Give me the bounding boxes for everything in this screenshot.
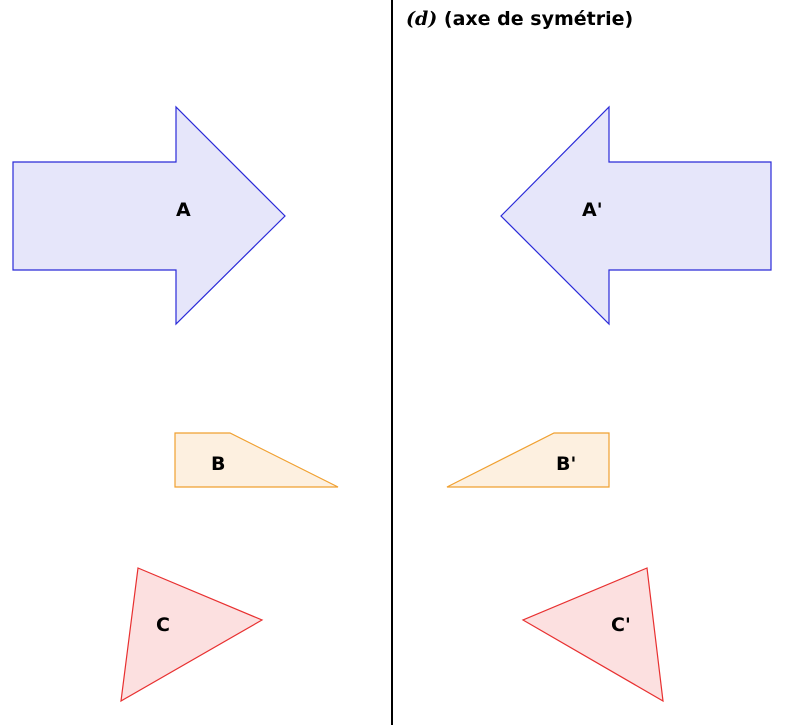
arrow-a	[12, 105, 286, 326]
axis-name: (d)	[406, 8, 438, 30]
arrow-a-prime	[500, 105, 772, 326]
triangle-c-prime-label: C'	[611, 614, 631, 636]
axis-caption: (axe de symétrie)	[443, 8, 634, 30]
trapezoid-b	[174, 432, 339, 488]
triangle-c-label: C	[156, 614, 170, 636]
axis-title: (d) (axe de symétrie)	[406, 8, 633, 30]
triangle-c-prime	[521, 567, 664, 703]
arrow-a-label: A	[176, 199, 191, 221]
triangle-c	[120, 567, 264, 703]
trapezoid-b-prime-label: B'	[556, 453, 576, 475]
trapezoid-b-prime	[446, 432, 610, 488]
trapezoid-b-label: B	[211, 453, 225, 475]
arrow-a-prime-label: A'	[582, 199, 603, 221]
